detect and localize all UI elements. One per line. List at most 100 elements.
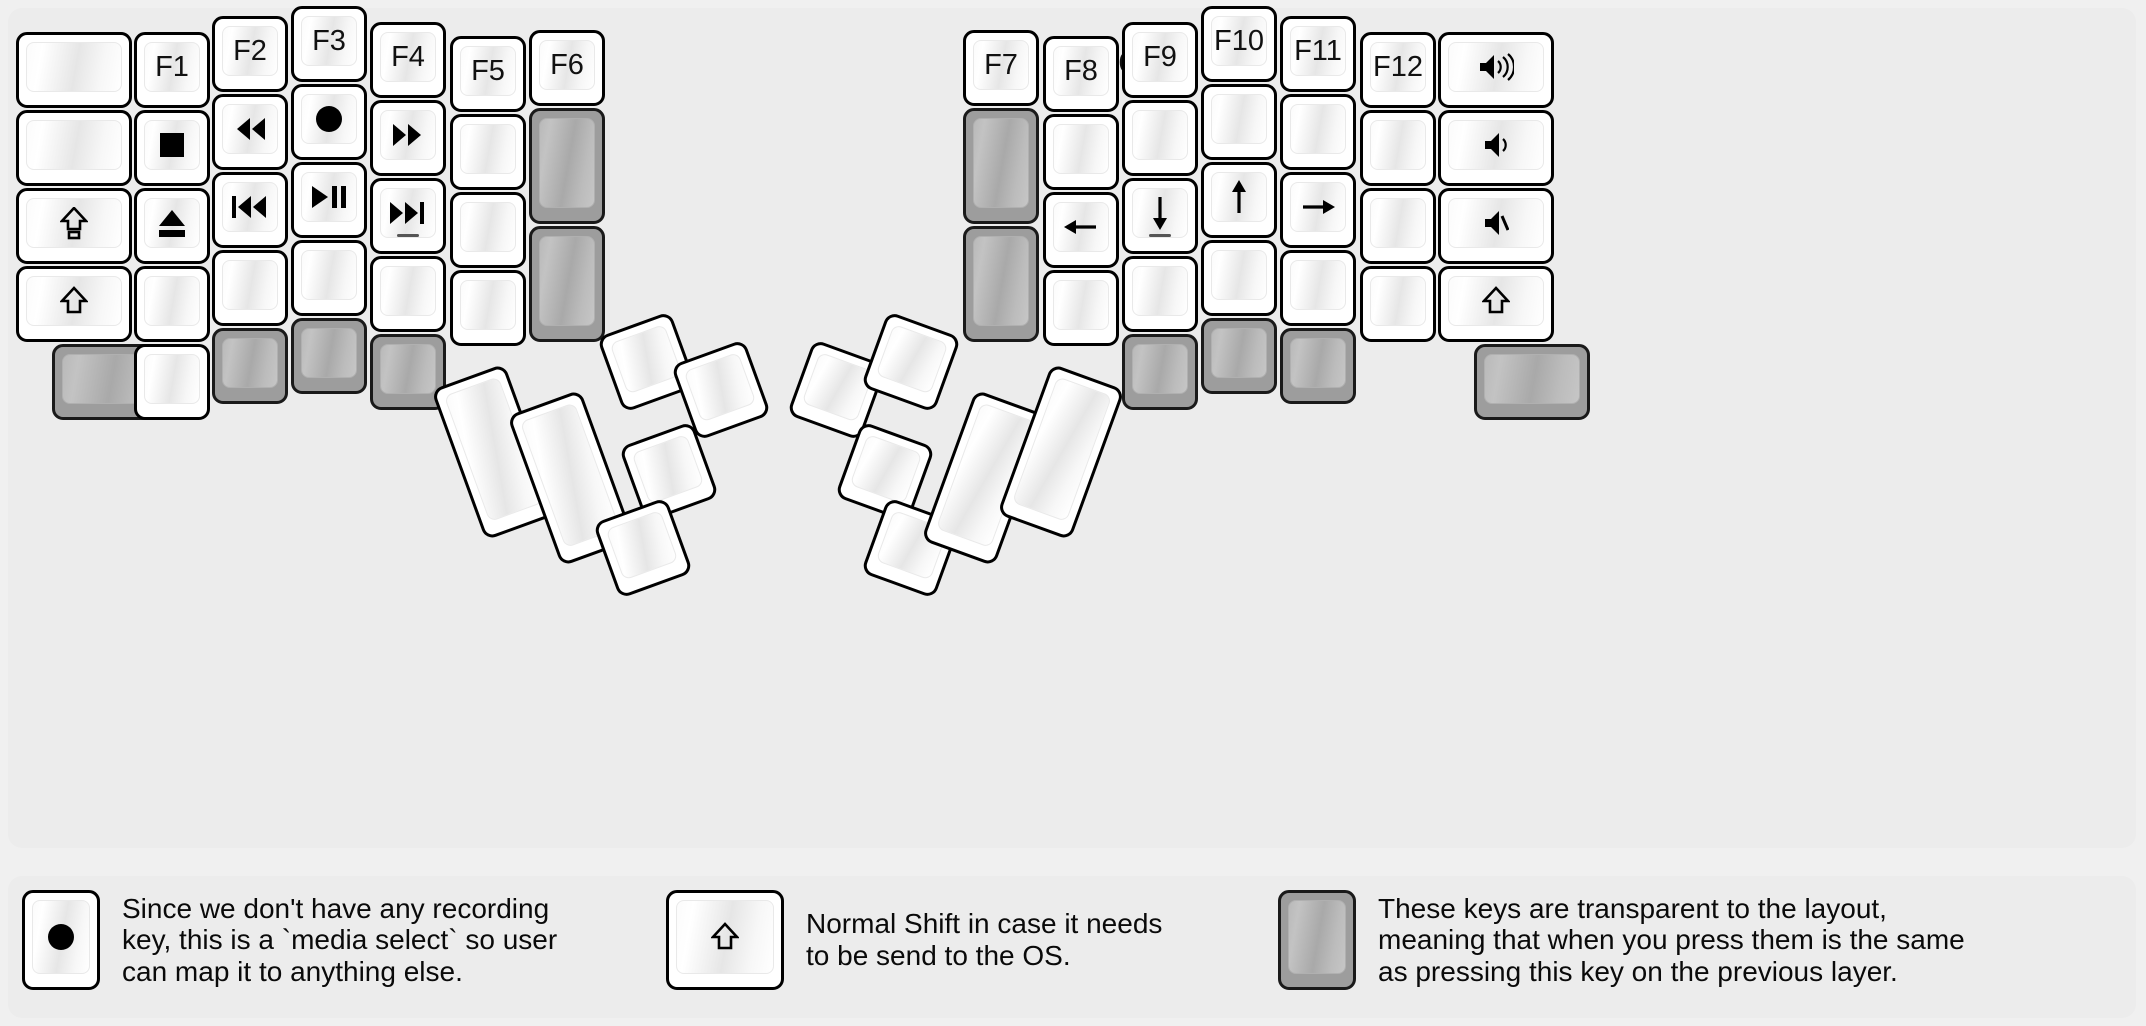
keycap-face (1211, 328, 1267, 378)
keycap-face: F3 (301, 16, 357, 66)
keycap-face: F8 (1053, 46, 1109, 96)
col-f11-key-3[interactable] (1280, 250, 1356, 326)
col-f1-key-2[interactable] (134, 188, 210, 264)
keycap-face (1211, 94, 1267, 144)
col-outer-left-key-0[interactable] (16, 32, 132, 108)
col-f2-key-1[interactable] (212, 94, 288, 170)
keycap-face (1448, 42, 1544, 92)
col-f5-key-0[interactable]: F5 (450, 36, 526, 112)
col-f9-key-0[interactable]: F9 (1122, 22, 1198, 98)
key-label: F7 (984, 48, 1018, 81)
legend-text-2: These keys are transparent to the layout… (1378, 892, 1965, 987)
key-label: F9 (1143, 40, 1177, 73)
col-outer-right-key-2[interactable] (1438, 188, 1554, 264)
col-f3-key-1[interactable] (291, 84, 367, 160)
col-f11-key-1[interactable] (1280, 94, 1356, 170)
keycap-face (539, 236, 595, 326)
col-f11-key-2[interactable] (1280, 172, 1356, 248)
col-f11-key-0[interactable]: F11 (1280, 16, 1356, 92)
arrow-right-icon (1300, 194, 1336, 220)
col-f8-key-0[interactable]: F8 (1043, 36, 1119, 112)
col-f3-key-4[interactable] (291, 318, 367, 394)
col-f10-key-2[interactable] (1201, 162, 1277, 238)
col-f8-key-1[interactable] (1043, 114, 1119, 190)
keycap-face (26, 276, 122, 326)
col-f12-key-2[interactable] (1360, 188, 1436, 264)
legend-text-0: Since we don't have any recording key, t… (122, 892, 558, 987)
col-f1-key-4[interactable] (134, 344, 210, 420)
volume-down-icon (1483, 131, 1509, 159)
col-f12-key-1[interactable] (1360, 110, 1436, 186)
col-outer-left-key-1[interactable] (16, 110, 132, 186)
col-f4-key-4[interactable] (370, 334, 446, 410)
keycap-face (973, 118, 1029, 208)
keycap-face (1290, 182, 1346, 232)
col-f1-key-0[interactable]: F1 (134, 32, 210, 108)
col-f11-key-4[interactable] (1280, 328, 1356, 404)
col-f7-key-1[interactable] (963, 108, 1039, 224)
col-f7-key-2[interactable] (963, 226, 1039, 342)
keycap-face: F2 (222, 26, 278, 76)
col-f2-key-2[interactable] (212, 172, 288, 248)
col-f5-key-1[interactable] (450, 114, 526, 190)
keycap-face: F1 (144, 42, 200, 92)
keycap-face (144, 354, 200, 404)
col-f9-key-3[interactable] (1122, 256, 1198, 332)
col-f9-key-1[interactable] (1122, 100, 1198, 176)
col-f3-key-2[interactable] (291, 162, 367, 238)
col-f2-key-0[interactable]: F2 (212, 16, 288, 92)
legend-sample-key-1 (666, 890, 784, 990)
col-f5-key-3[interactable] (450, 270, 526, 346)
col-f8-key-2[interactable] (1043, 192, 1119, 268)
legend-sample-key-0 (22, 890, 100, 990)
keycap-face (144, 120, 200, 170)
col-f4-key-1[interactable] (370, 100, 446, 176)
col-f1-key-1[interactable] (134, 110, 210, 186)
col-f10-key-0[interactable]: F10 (1201, 6, 1277, 82)
col-f6-key-0[interactable]: F6 (529, 30, 605, 106)
col-f1-key-3[interactable] (134, 266, 210, 342)
col-f10-key-4[interactable] (1201, 318, 1277, 394)
col-f10-key-3[interactable] (1201, 240, 1277, 316)
col-f4-key-3[interactable] (370, 256, 446, 332)
keycap-face (26, 198, 122, 248)
key-label: F10 (1214, 24, 1264, 57)
col-outer-right-key-1[interactable] (1438, 110, 1554, 186)
col-outer-left-key-3[interactable] (16, 266, 132, 342)
rewind-icon (232, 116, 268, 142)
col-outer-right-key-4[interactable] (1474, 344, 1590, 420)
col-f12-key-0[interactable]: F12 (1360, 32, 1436, 108)
col-f6-key-2[interactable] (529, 226, 605, 342)
col-f3-key-3[interactable] (291, 240, 367, 316)
col-outer-right-key-3[interactable] (1438, 266, 1554, 342)
keycap-face (301, 328, 357, 378)
col-f2-key-4[interactable] (212, 328, 288, 404)
col-f12-key-3[interactable] (1360, 266, 1436, 342)
previous-track-icon (230, 194, 270, 220)
col-f8-key-3[interactable] (1043, 270, 1119, 346)
col-f9-key-2[interactable] (1122, 178, 1198, 254)
keycap-face: F11 (1290, 26, 1346, 76)
keycap-face: F4 (380, 32, 436, 82)
keycap-face (380, 266, 436, 316)
col-f3-key-0[interactable]: F3 (291, 6, 367, 82)
col-f10-key-1[interactable] (1201, 84, 1277, 160)
col-f7-key-0[interactable]: F7 (963, 30, 1039, 106)
keycap-face (1053, 202, 1109, 252)
key-label: F11 (1294, 34, 1342, 67)
keycap-face (849, 433, 923, 505)
col-f5-key-2[interactable] (450, 192, 526, 268)
col-f6-key-1[interactable] (529, 108, 605, 224)
col-f4-key-2[interactable] (370, 178, 446, 254)
col-outer-right-key-0[interactable] (1438, 32, 1554, 108)
volume-up-icon (1478, 53, 1514, 81)
col-f9-key-4[interactable] (1122, 334, 1198, 410)
col-f4-key-0[interactable]: F4 (370, 22, 446, 98)
col-f2-key-3[interactable] (212, 250, 288, 326)
legend-sample-key-2 (1278, 890, 1356, 990)
keycap-face (1288, 900, 1346, 974)
keycap-face (609, 323, 683, 395)
keycap-face (1290, 104, 1346, 154)
keycap-face (460, 280, 516, 330)
col-outer-left-key-2[interactable] (16, 188, 132, 264)
